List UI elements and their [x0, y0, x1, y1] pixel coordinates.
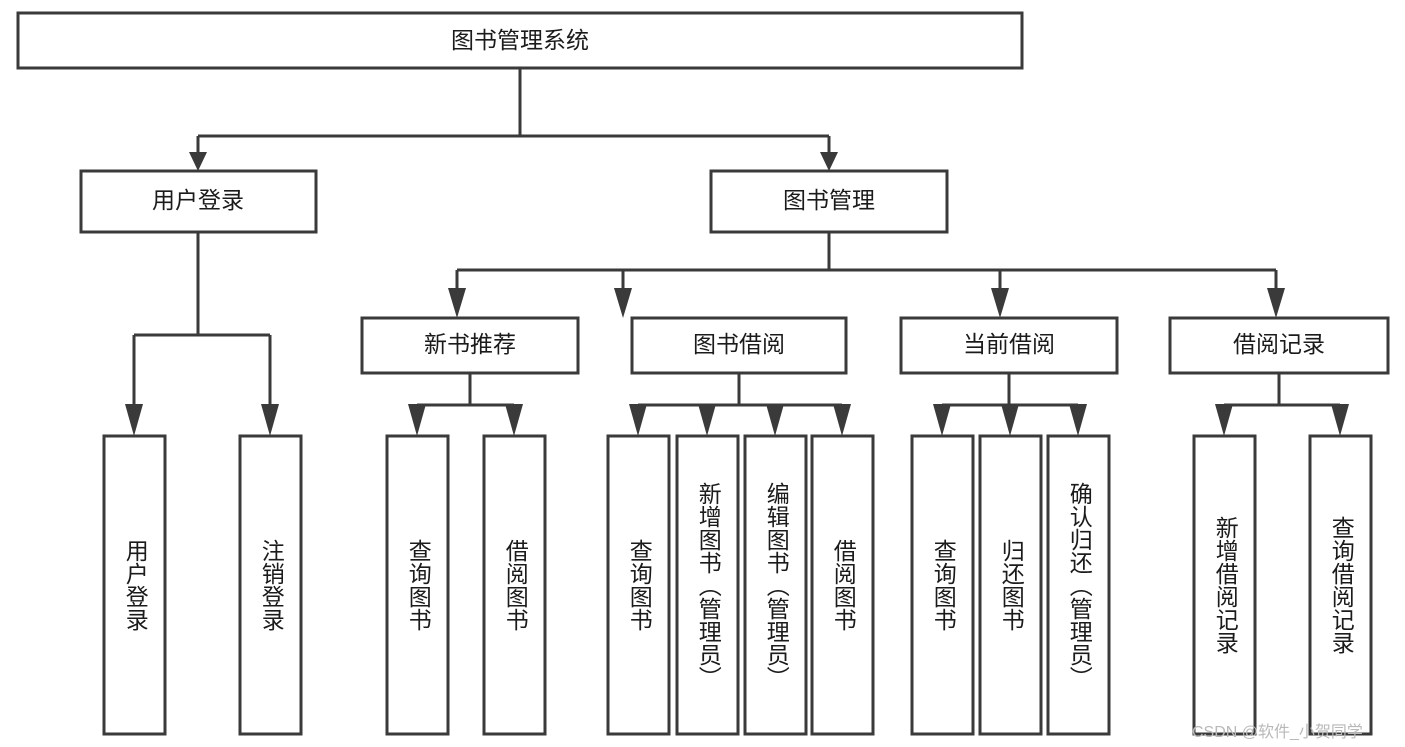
node-borrow-record-label: 借阅记录	[1233, 331, 1325, 357]
arrow-head-leaf-br-2	[1331, 404, 1349, 436]
connector-group-root	[189, 68, 838, 171]
leaf-box-cb-1[interactable]	[910, 434, 975, 736]
connector-group-current-borrow	[933, 373, 1087, 436]
leaf-box-user-login-1[interactable]	[102, 434, 167, 736]
leaf-box-bb-4[interactable]	[810, 434, 875, 736]
arrow-head-book-manage	[820, 152, 838, 171]
connector-group-new-book-recommend	[408, 373, 523, 436]
watermark-text: CSDN @软件_小贺同学	[1192, 724, 1363, 741]
arrow-head-book-borrow	[614, 288, 632, 318]
node-current-borrow-box[interactable]	[899, 316, 1119, 375]
arrow-head-leaf-nbr-2	[505, 404, 523, 436]
leaf-box-nbr-1[interactable]	[385, 434, 450, 736]
node-book-manage-label: 图书管理	[783, 187, 875, 213]
connector-group-book-borrow	[629, 373, 851, 436]
node-new-book-recommend-label: 新书推荐	[424, 331, 516, 357]
node-borrow-record-box[interactable]	[1168, 316, 1390, 375]
arrow-head-current-borrow	[991, 288, 1009, 318]
arrow-head-leaf-cb-1	[933, 404, 951, 436]
arrow-head-leaf-bb-2	[698, 404, 716, 436]
node-book-borrow-label: 图书借阅	[693, 331, 785, 357]
node-user-login[interactable]: 用户登录	[79, 169, 318, 234]
node-current-borrow-label: 当前借阅	[963, 331, 1055, 357]
node-book-manage[interactable]: 图书管理	[709, 169, 949, 234]
leaf-box-user-login-2[interactable]	[238, 434, 303, 736]
arrow-head-leaf-user-login-1	[125, 404, 143, 436]
node-new-book-recommend[interactable]: 新书推荐	[360, 316, 580, 375]
arrow-head-leaf-user-login-2	[261, 404, 279, 436]
node-root[interactable]: 图书管理系统	[16, 11, 1024, 70]
arrow-head-leaf-br-1	[1215, 404, 1233, 436]
leaf-box-br-2[interactable]	[1308, 434, 1373, 736]
node-borrow-record[interactable]: 借阅记录	[1168, 316, 1390, 375]
leaf-box-cb-2[interactable]	[978, 434, 1043, 736]
arrow-head-new-book-recommend	[448, 288, 466, 318]
arrow-head-leaf-bb-3	[766, 404, 784, 436]
leaf-box-cb-3[interactable]	[1046, 434, 1111, 736]
node-book-manage-box[interactable]	[709, 169, 949, 234]
arrow-head-leaf-nbr-1	[408, 404, 426, 436]
leaf-box-nbr-2[interactable]	[482, 434, 547, 736]
node-root-box[interactable]	[16, 11, 1024, 70]
node-book-borrow[interactable]: 图书借阅	[630, 316, 848, 375]
leaf-box-bb-3[interactable]	[743, 434, 808, 736]
node-new-book-recommend-box[interactable]	[360, 316, 580, 375]
node-root-label: 图书管理系统	[451, 27, 589, 53]
leaf-box-bb-2[interactable]	[675, 434, 740, 736]
arrow-head-leaf-bb-1	[629, 404, 647, 436]
leaf-box-bb-1[interactable]	[606, 434, 671, 736]
arrow-head-leaf-cb-3	[1069, 404, 1087, 436]
connector-group-borrow-record	[1215, 373, 1349, 436]
node-user-login-box[interactable]	[79, 169, 318, 234]
leaf-box-br-1[interactable]	[1192, 434, 1257, 736]
arrow-head-leaf-cb-2	[1001, 404, 1019, 436]
arrow-head-leaf-bb-4	[833, 404, 851, 436]
node-user-login-label: 用户登录	[152, 187, 244, 213]
node-current-borrow[interactable]: 当前借阅	[899, 316, 1119, 375]
connector-group-user-login	[125, 232, 279, 436]
connector-group-book-manage	[448, 232, 1285, 318]
arrow-head-borrow-record	[1267, 288, 1285, 318]
arrow-head-user-login	[189, 152, 207, 171]
node-book-borrow-box[interactable]	[630, 316, 848, 375]
